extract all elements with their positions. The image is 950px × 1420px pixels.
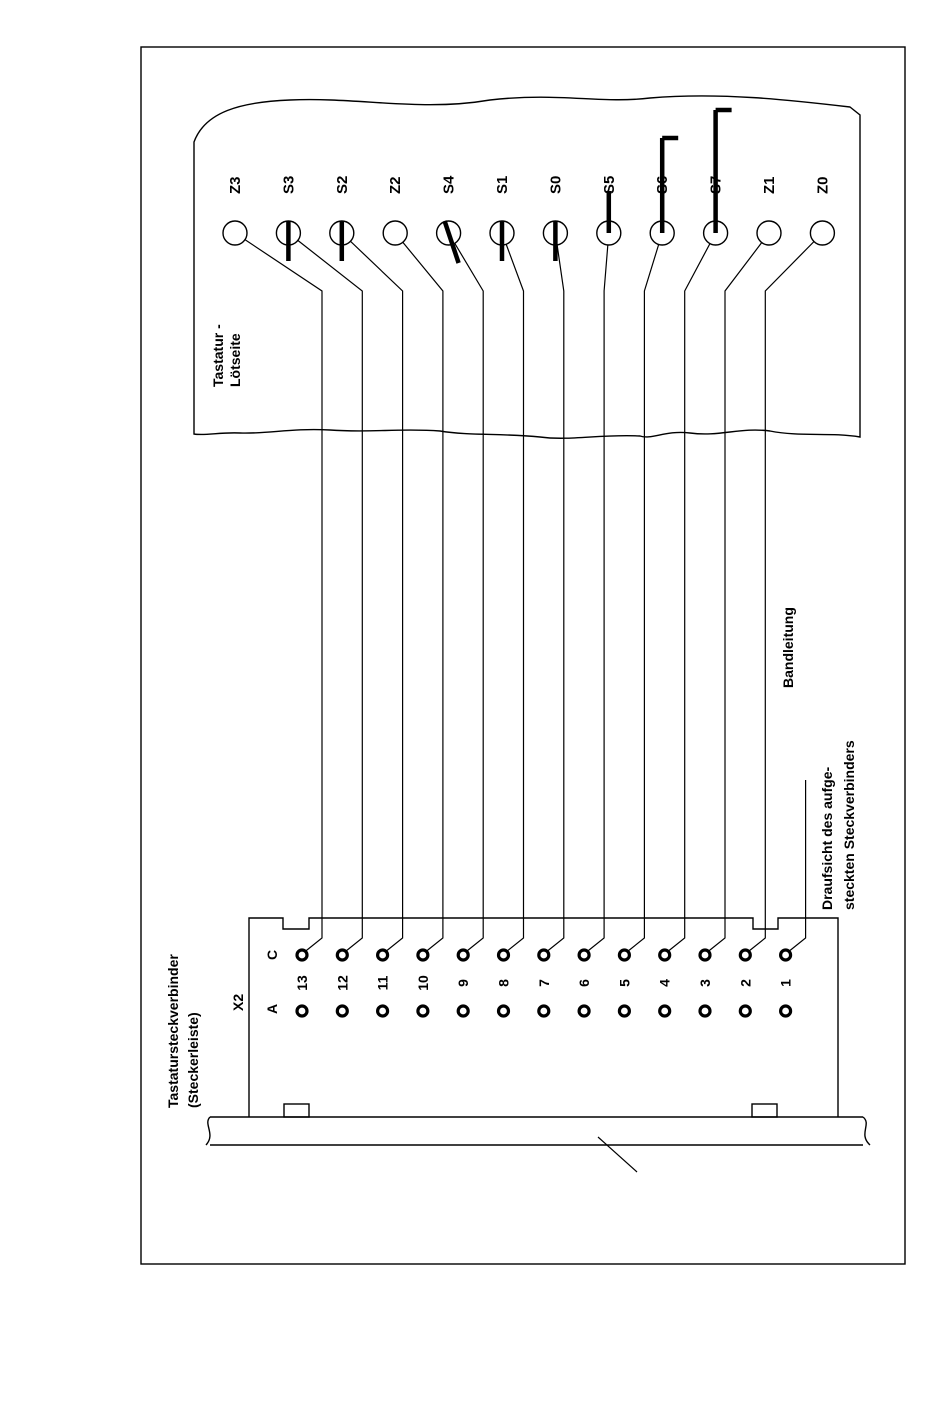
pin-a-8: [499, 1006, 509, 1016]
keyboard-side-label-line2: Lötseite: [227, 333, 243, 387]
wire-s2-pin-11: [342, 233, 403, 954]
top-view-label-line1: Draufsicht des aufge-: [819, 767, 835, 910]
pad-label-s2: S2: [334, 176, 351, 194]
row-c-label: C: [264, 950, 280, 960]
keyboard-pad-z1: [757, 221, 781, 245]
pin-number-2: 2: [737, 979, 753, 987]
top-view-label-line2: steckten Steckverbinders: [841, 740, 857, 910]
connector-title-line1: Tastatursteckverbinder: [165, 954, 181, 1108]
pin-c-1: [781, 950, 791, 960]
pin-a-2: [740, 1006, 750, 1016]
top-view-label: Draufsicht des aufge- steckten Steckverb…: [819, 740, 857, 910]
wire-s3-pin-12: [288, 233, 362, 954]
keyboard-side-label-line1: Tastatur -: [210, 324, 226, 387]
pin-a-13: [297, 1006, 307, 1016]
pin-a-9: [458, 1006, 468, 1016]
pin-c-4: [660, 950, 670, 960]
connector-name: X2: [230, 994, 246, 1011]
pin-a-12: [337, 1006, 347, 1016]
pad-label-z1: Z1: [761, 176, 778, 194]
pin-c-3: [700, 950, 710, 960]
pin-a-1: [781, 1006, 791, 1016]
wire-z3-pin-13: [235, 233, 322, 954]
pin-c-13: [297, 950, 307, 960]
keyboard-pad-z2: [383, 221, 407, 245]
pin-c-8: [499, 950, 509, 960]
pin-number-12: 12: [334, 975, 350, 991]
pin-c-10: [418, 950, 428, 960]
pin-a-3: [700, 1006, 710, 1016]
pad-label-s4: S4: [441, 175, 458, 194]
pin-number-11: 11: [375, 975, 391, 990]
keyboard-pad-z3: [223, 221, 247, 245]
keyboard-pad-z0: [810, 221, 834, 245]
wire-s6-pin-5: [624, 233, 662, 954]
pad-label-s0: S0: [547, 176, 564, 194]
pad-label-s1: S1: [494, 176, 511, 194]
pin-number-1: 1: [778, 979, 794, 987]
pin-c-12: [337, 950, 347, 960]
pin-number-9: 9: [455, 979, 471, 987]
connector-title: Tastatursteckverbinder (Steckerleiste): [165, 950, 201, 1108]
wire-z0-pin-2: [745, 233, 822, 954]
connector-title-line2: (Steckerleiste): [185, 1012, 201, 1108]
pin-a-11: [378, 1006, 388, 1016]
pin-a-6: [579, 1006, 589, 1016]
keyboard-side-label: Tastatur - Lötseite: [210, 320, 243, 387]
pin-number-5: 5: [616, 979, 632, 987]
pin-number-6: 6: [576, 979, 592, 987]
pin-c-5: [619, 950, 629, 960]
wire-s0-pin-7: [544, 233, 564, 954]
pad-label-s3: S3: [280, 176, 297, 194]
pcb-edge: [206, 1117, 870, 1172]
keyboard-board-outline: [194, 96, 860, 438]
ribbon-cable-label: Bandleitung: [780, 607, 796, 688]
wire-s1-pin-8: [502, 233, 524, 954]
pin-number-7: 7: [536, 979, 552, 987]
pin-c-7: [539, 950, 549, 960]
wire-pin-1: [786, 780, 806, 954]
wire-s4-pin-9: [449, 233, 484, 954]
pin-a-5: [619, 1006, 629, 1016]
pin-c-11: [378, 950, 388, 960]
pin-c-2: [740, 950, 750, 960]
pin-a-7: [539, 1006, 549, 1016]
pin-number-3: 3: [697, 979, 713, 987]
pad-label-z0: Z0: [814, 176, 831, 194]
wire-s7-pin-4: [665, 233, 716, 954]
pad-label-z3: Z3: [227, 176, 244, 194]
connector-pins: 13 12 11 10 9 8 7 6 5 4 3 2 1: [294, 950, 794, 1016]
wires: [235, 233, 822, 954]
pin-number-10: 10: [415, 975, 431, 991]
wire-z1-pin-3: [705, 233, 769, 954]
row-a-label: A: [264, 1004, 280, 1014]
pin-number-8: 8: [496, 979, 512, 987]
pin-a-4: [660, 1006, 670, 1016]
wire-s5-pin-6: [584, 233, 609, 954]
pin-number-4: 4: [657, 979, 673, 987]
pad-label-z2: Z2: [387, 176, 404, 194]
pin-a-10: [418, 1006, 428, 1016]
pin-c-9: [458, 950, 468, 960]
pin-c-6: [579, 950, 589, 960]
pin-number-13: 13: [294, 975, 310, 991]
